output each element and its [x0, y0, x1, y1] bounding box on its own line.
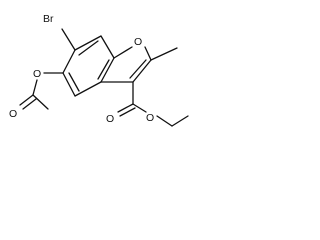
- bond-acetyl-carbonyl-1: [19, 94, 34, 106]
- bond-ar-inner-3: [68, 72, 80, 92]
- bond-ar-inner-1: [78, 40, 99, 56]
- atom-label-o-ester-ether: O: [146, 112, 154, 124]
- bond-ar-2: [100, 35, 115, 59]
- molecule-diagram: Br O O O O O: [9, 13, 189, 127]
- bond-ar-4: [74, 81, 102, 97]
- bond-c2-c3: [132, 59, 152, 83]
- atom-label-o-ring: O: [134, 36, 142, 48]
- bond-c6-br: [61, 28, 76, 51]
- bond-c2-c3-double: [129, 59, 147, 79]
- bond-c7a-o: [113, 46, 133, 59]
- atom-label-o-ester-carbonyl: O: [106, 113, 114, 125]
- bond-acetyl-methyl: [32, 94, 49, 110]
- bond-ar-6: [62, 49, 76, 74]
- bond-ar-3: [100, 57, 115, 83]
- bond-ar-1: [74, 35, 102, 51]
- bond-ester-carbonyl-1: [117, 103, 134, 113]
- bond-acetyl-carbonyl-2: [22, 98, 37, 110]
- bond-ch2-ch3: [171, 115, 189, 127]
- bond-ar-inner-2: [97, 59, 110, 80]
- bond-o-c2: [144, 46, 152, 61]
- bond-ester-c-o: [132, 103, 147, 113]
- atom-label-o-acetyl-carbonyl: O: [9, 108, 17, 120]
- bond-o-ch2: [156, 115, 173, 127]
- bond-ar-5: [62, 72, 76, 97]
- bond-o-acetyl: [32, 79, 38, 96]
- bond-ester-carbonyl-2: [119, 107, 136, 117]
- molecule-structure: Br O O O O O: [0, 0, 221, 144]
- bond-c2-methyl: [150, 47, 178, 61]
- atom-label-o-acetoxy: O: [33, 68, 41, 80]
- atom-label-br: Br: [43, 13, 54, 25]
